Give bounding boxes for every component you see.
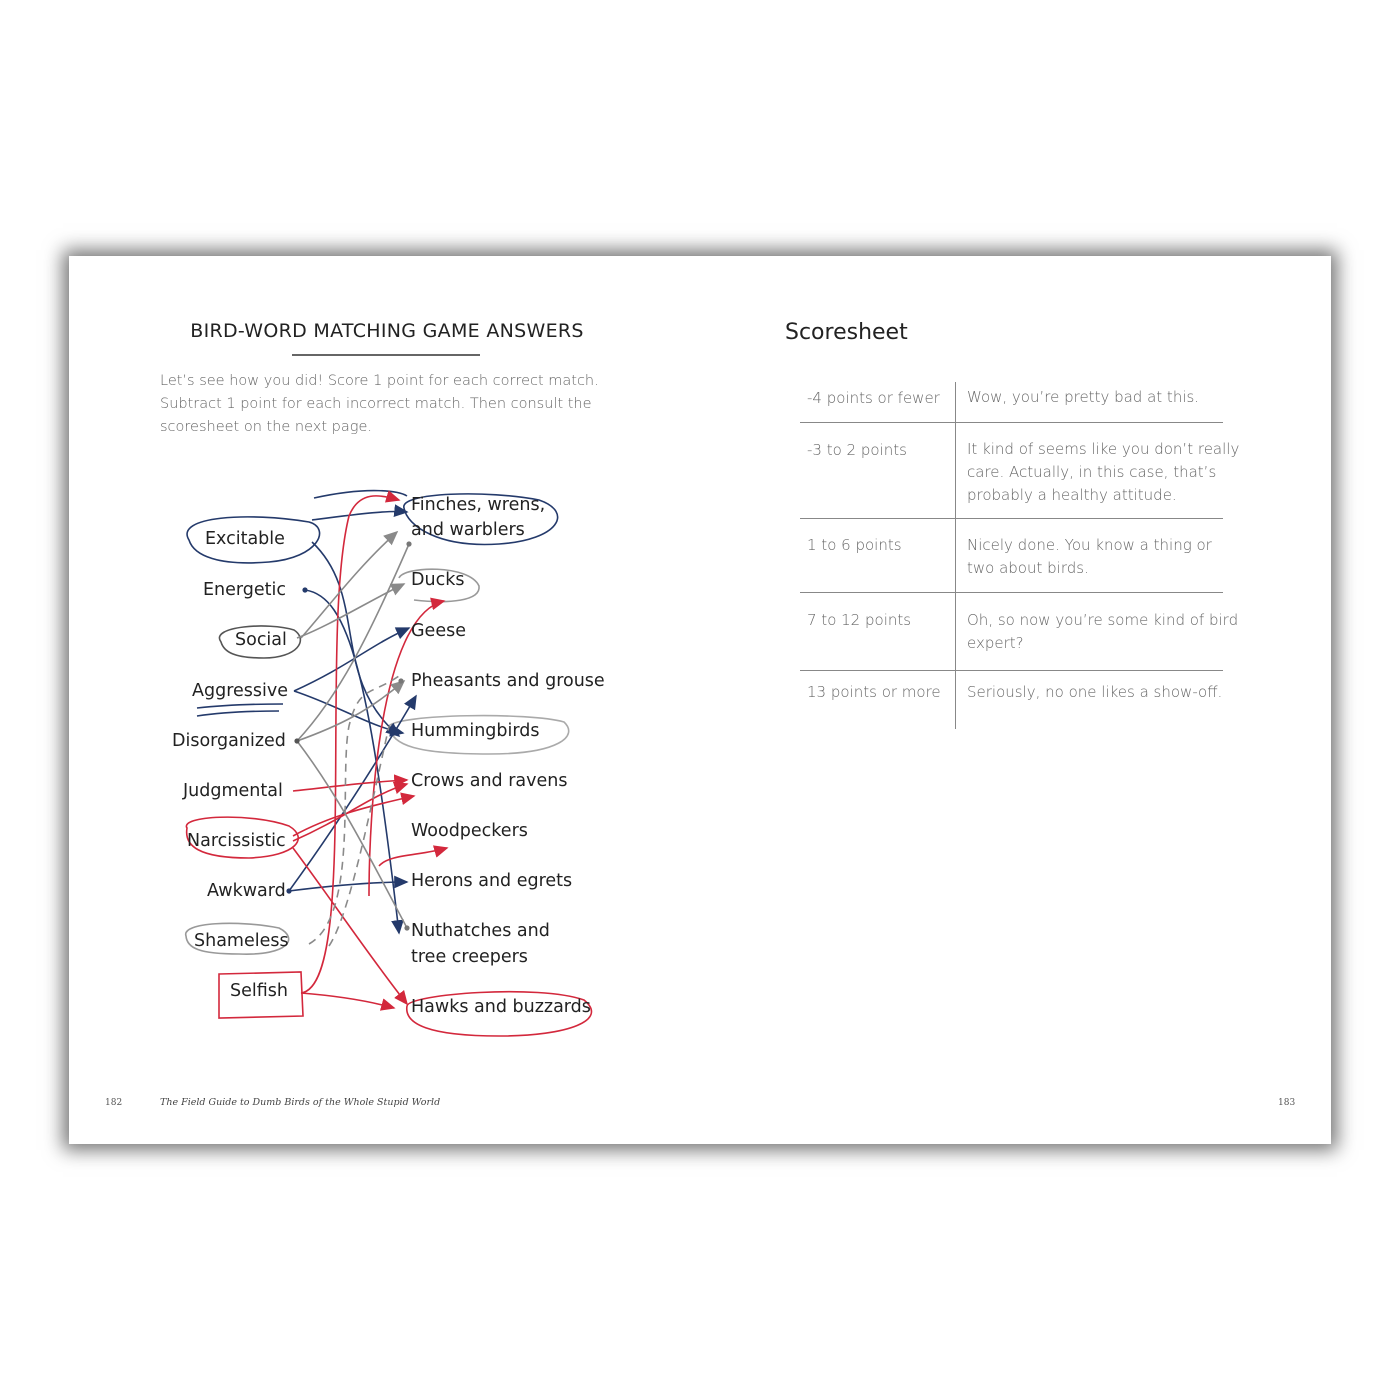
line-dots — [286, 541, 412, 931]
table-column-divider — [955, 382, 957, 729]
score-comment: It kind of seems like you don’t really c… — [967, 440, 1240, 504]
blue-lines — [288, 489, 417, 935]
bird-nuthatches-line2: tree creepers — [411, 947, 528, 967]
bird-woodpeckers: Woodpeckers — [411, 821, 528, 841]
gray-lines — [296, 530, 410, 947]
intro-line: scoresheet on the next page. — [160, 419, 372, 435]
bird-finches-line1: Finches, wrens, — [411, 495, 546, 515]
row-divider — [800, 670, 1223, 672]
matching-lines-drawing — [185, 489, 593, 1037]
row-divider — [800, 518, 1223, 520]
adjective-shameless: Shameless — [194, 931, 289, 951]
bird-herons: Herons and egrets — [411, 871, 573, 891]
scoresheet-title: Scoresheet — [785, 320, 908, 345]
score-range: -4 points or fewer — [807, 389, 940, 407]
bird-ducks: Ducks — [411, 570, 465, 590]
heading-underline — [292, 354, 480, 356]
intro-paragraph: Let’s see how you did! Score 1 point for… — [160, 370, 630, 439]
bird-crows: Crows and ravens — [411, 771, 568, 791]
score-comment: Seriously, no one likes a show-off. — [967, 683, 1223, 701]
page-number-left: 182 — [105, 1098, 123, 1108]
score-comment: Nicely done. You know a thing or two abo… — [967, 536, 1212, 577]
adjective-social: Social — [235, 630, 287, 650]
bird-geese: Geese — [411, 621, 466, 641]
adjective-excitable: Excitable — [205, 529, 285, 549]
book-spread: BIRD-WORD MATCHING GAME ANSWERS Let’s se… — [69, 256, 1331, 1144]
intro-line: Subtract 1 point for each incorrect matc… — [160, 396, 592, 412]
row-divider — [800, 422, 1223, 424]
score-range: 1 to 6 points — [807, 536, 902, 554]
adjective-energetic: Energetic — [203, 580, 287, 600]
page-number-right: 183 — [1278, 1098, 1296, 1108]
row-divider — [800, 592, 1223, 594]
intro-line: Let’s see how you did! Score 1 point for… — [160, 373, 599, 389]
adjective-disorganized: Disorganized — [172, 731, 286, 751]
adjective-aggressive: Aggressive — [192, 681, 288, 701]
bird-nuthatches-line1: Nuthatches and — [411, 921, 550, 941]
page-heading: BIRD-WORD MATCHING GAME ANSWERS — [190, 320, 584, 342]
bird-hawks: Hawks and buzzards — [411, 997, 591, 1017]
score-comment: Oh, so now you’re some kind of bird expe… — [967, 611, 1239, 652]
adjective-awkward: Awkward — [207, 881, 286, 901]
bird-finches-line2: and warblers — [411, 520, 525, 540]
word-circles — [185, 493, 593, 1037]
adjective-selfish: Selfish — [230, 981, 288, 1001]
score-comment: Wow, you’re pretty bad at this. — [967, 388, 1200, 406]
bird-hummingbirds: Hummingbirds — [411, 721, 540, 741]
left-page: BIRD-WORD MATCHING GAME ANSWERS Let’s se… — [69, 256, 700, 1144]
adjective-narcissistic: Narcissistic — [187, 831, 286, 851]
bird-pheasants: Pheasants and grouse — [411, 671, 605, 691]
score-range: 13 points or more — [807, 683, 941, 701]
score-range: 7 to 12 points — [807, 611, 912, 629]
adjective-judgmental: Judgmental — [183, 781, 283, 801]
score-range: -3 to 2 points — [807, 441, 907, 459]
right-page: Scoresheet -4 points or fewer Wow, you’r… — [700, 256, 1331, 1144]
running-title: The Field Guide to Dumb Birds of the Who… — [160, 1097, 441, 1108]
